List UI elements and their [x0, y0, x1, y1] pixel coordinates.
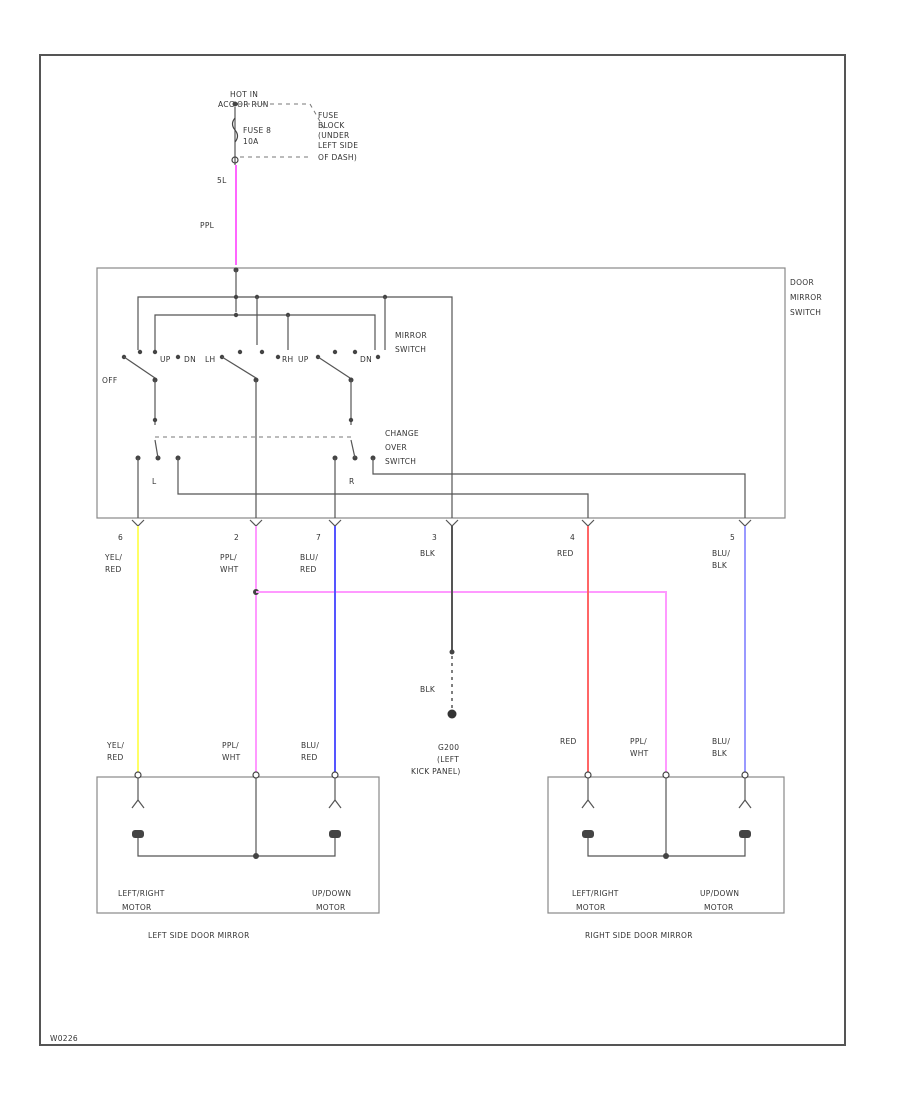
left-ud-motor-line-2: MOTOR: [316, 903, 346, 912]
mirror-switch-label-1: MIRROR: [395, 331, 427, 340]
left-wire-2b: WHT: [222, 753, 241, 762]
left-ud-motor-icon: [329, 830, 341, 838]
wire-ppl-wht-right: [256, 591, 667, 775]
switch-name-line-1: DOOR: [790, 278, 814, 287]
fuse-amps: 10A: [243, 137, 259, 146]
switch-contacts: [121, 349, 381, 383]
mirror-switch-label-2: SWITCH: [395, 345, 426, 354]
svg-text:6: 6: [118, 533, 123, 542]
svg-text:4: 4: [570, 533, 575, 542]
switch-blade-2: [221, 356, 257, 379]
left-wire-3a: BLU/: [301, 741, 319, 750]
svg-text:5: 5: [730, 533, 735, 542]
left-side-door-mirror: YEL/ RED PPL/ WHT BLU/ RED LEFT/RIGHT MO…: [96, 741, 380, 940]
acc-run-label: ACC OR RUN: [218, 100, 269, 109]
fuse-block-line-1: FUSE: [318, 111, 339, 120]
switch-blade-1: [123, 356, 156, 379]
ground-point: [447, 709, 457, 719]
wire-label-blu-blk-2: BLK: [712, 561, 728, 570]
change-over-right-contact: R: [349, 477, 355, 486]
fuse-block-dash-diag: [309, 103, 326, 131]
right-wire-2a: PPL/: [630, 737, 647, 746]
position-label-lh: LH: [205, 355, 215, 364]
left-ud-motor-line-1: UP/DOWN: [312, 889, 351, 898]
wire-label-blu-red-2: RED: [300, 565, 317, 574]
off-label: OFF: [102, 376, 117, 385]
fuse-symbol: [231, 117, 239, 143]
wire-label-yel-red-1: YEL/: [104, 553, 122, 562]
diagram-frame: [39, 54, 846, 1046]
hot-bus-node: [232, 101, 238, 107]
right-wire-3b: BLK: [712, 749, 728, 758]
mirror-switch-inner-bus: [154, 314, 376, 350]
left-wire-1b: RED: [107, 753, 124, 762]
right-lr-motor-line-2: MOTOR: [576, 903, 606, 912]
wire-label-yel-red-2: RED: [105, 565, 122, 574]
left-wire-1a: YEL/: [106, 741, 124, 750]
wire-label-ppl-wht-2: WHT: [220, 565, 239, 574]
position-label-up-1: UP: [160, 355, 171, 364]
fuse-section: HOT IN ACC OR RUN FUSE 8 10A FUSE BLOCK …: [200, 90, 358, 265]
bus-node-1: [233, 294, 239, 300]
fuse-block-line-3: (UNDER: [318, 131, 350, 140]
position-label-up-2: UP: [298, 355, 309, 364]
switch-name-line-2: MIRROR: [790, 293, 822, 302]
left-mirror-caption: LEFT SIDE DOOR MIRROR: [148, 931, 250, 940]
left-lr-motor-line-1: LEFT/RIGHT: [118, 889, 165, 898]
ground-wire-label: BLK: [420, 685, 436, 694]
ground-line-1: G200: [438, 743, 459, 752]
left-lr-motor-line-2: MOTOR: [122, 903, 152, 912]
fuse-block-line-4: LEFT SIDE: [318, 141, 358, 150]
left-wire-2a: PPL/: [222, 741, 239, 750]
change-over-line-1: CHANGE: [385, 429, 419, 438]
right-wire-3a: BLU/: [712, 737, 730, 746]
fuse-pin-label: 5L: [217, 176, 227, 185]
harness-wires: [137, 526, 746, 775]
right-ud-motor-line-2: MOTOR: [704, 903, 734, 912]
position-label-rh: RH: [282, 355, 293, 364]
change-over-line-3: SWITCH: [385, 457, 416, 466]
mirror-switch-bus: [137, 296, 453, 518]
switch-blade-3: [317, 356, 351, 379]
fuse-connector: [231, 156, 239, 164]
right-ud-motor-icon: [739, 830, 751, 838]
fuse-block-line-5: OF DASH): [318, 153, 357, 162]
wire-label-blu-blk-1: BLU/: [712, 549, 730, 558]
left-wire-3b: RED: [301, 753, 318, 762]
right-lr-motor-icon: [582, 830, 594, 838]
connector-row: 6 YEL/ RED 2 PPL/ WHT 7 BLU/ RED 3 BLK 4…: [104, 519, 752, 574]
svg-text:3: 3: [432, 533, 437, 542]
left-lr-motor-icon: [132, 830, 144, 838]
wire-label-blu-red-1: BLU/: [300, 553, 318, 562]
fuse-block-line-2: BLOCK: [318, 121, 345, 130]
wire-label-red: RED: [557, 549, 574, 558]
fuse-number: FUSE 8: [243, 126, 271, 135]
switch-housing: [96, 267, 786, 519]
ground-g200: BLK G200 (LEFT KICK PANEL): [411, 685, 461, 776]
position-label-dn-1: DN: [184, 355, 196, 364]
right-lr-motor-line-1: LEFT/RIGHT: [572, 889, 619, 898]
door-mirror-switch: DOOR MIRROR SWITCH MIRROR SWITCH OFF: [96, 267, 822, 519]
right-ud-motor-line-1: UP/DOWN: [700, 889, 739, 898]
position-label-dn-2: DN: [360, 355, 372, 364]
right-side-door-mirror: RED PPL/ WHT BLU/ BLK LEFT/RIGHT MOTOR U…: [547, 737, 785, 940]
right-wire-1a: RED: [560, 737, 577, 746]
figure-id: W0226: [50, 1034, 78, 1043]
change-over-left-contact: L: [152, 477, 157, 486]
right-mirror-caption: RIGHT SIDE DOOR MIRROR: [585, 931, 693, 940]
right-wire-2b: WHT: [630, 749, 649, 758]
ground-line-2: (LEFT: [437, 755, 459, 764]
switch-name-line-3: SWITCH: [790, 308, 821, 317]
wire-label-ppl-wht-1: PPL/: [220, 553, 237, 562]
ground-line-3: KICK PANEL): [411, 767, 461, 776]
svg-text:7: 7: [316, 533, 321, 542]
hot-in-label: HOT IN: [230, 90, 258, 99]
svg-text:2: 2: [234, 533, 239, 542]
feed-wire-label: PPL: [200, 221, 215, 230]
change-over-line-2: OVER: [385, 443, 407, 452]
left-mirror-housing: [96, 776, 380, 914]
wire-label-blk: BLK: [420, 549, 436, 558]
